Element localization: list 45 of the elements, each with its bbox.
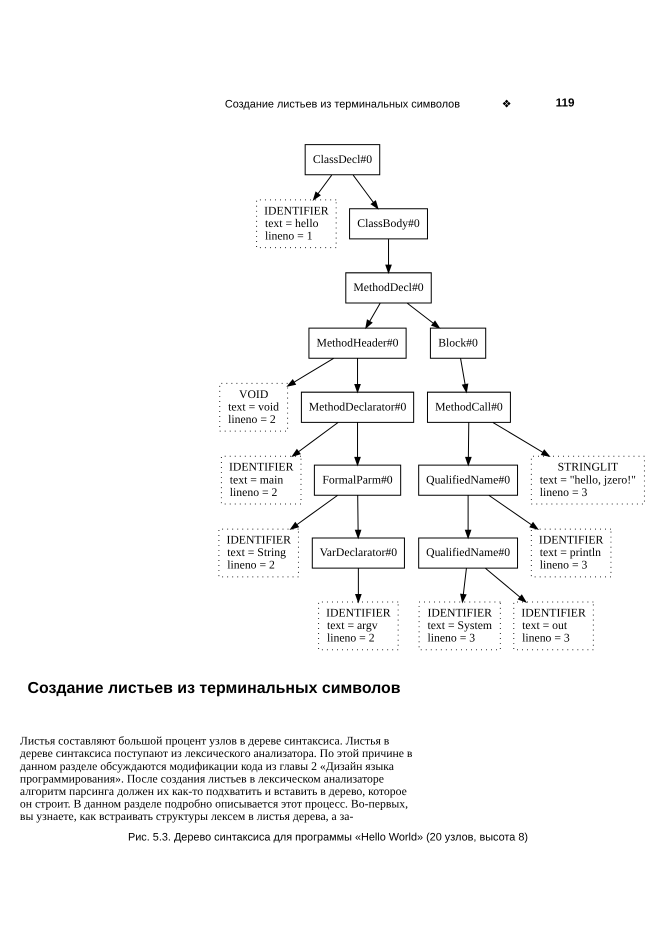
- node-box: IDENTIFIER text = hello lineno = 1: [256, 198, 337, 248]
- node-box: IDENTIFIER text = out lineno = 3: [513, 601, 594, 650]
- node-box: STRINGLIT text = "hello, jzero!" lineno = 3: [530, 455, 645, 504]
- arrow: [354, 358, 361, 394]
- arrow: [464, 494, 472, 539]
- node-box: IDENTIFIER text = main lineno = 2: [220, 455, 302, 504]
- label: 119: [556, 96, 575, 110]
- label: Листья составляют большой процент узлов в дереве синтаксиса. Листья в дереве синтаксиса поступают из лексического анализатора. По этой причине в данном разделе обсуждаются модификации кода из главы 2 «Дизайн языка программирования». После создания листьев в лексическом анализаторе алгоритм парсинга должен их как-то подхватить и вставить в дерево, которое он строит. В данном разделе подробно описывается этот процесс. Во-первых, вы узнаете, как встраивать структуры лексем в листья дерева, а за-: [20, 734, 412, 823]
- node-box: IDENTIFIER text = String lineno = 2: [218, 528, 299, 577]
- arrow: [385, 238, 392, 274]
- node-box: IDENTIFIER text = argv lineno = 2: [318, 601, 399, 650]
- node-box: QualifiedName#0: [418, 536, 518, 568]
- node-box: ClassBody#0: [349, 208, 428, 239]
- arrow: [354, 422, 361, 466]
- node-box: IDENTIFIER text = println lineno = 3: [530, 528, 612, 577]
- label: Создание листьев из терминальных символов: [224, 98, 460, 110]
- caption: Рис. 5.3. Дерево синтаксиса для программы «Hello World» (20 узлов, высота 8): [128, 830, 528, 843]
- node-box: QualifiedName#0: [418, 464, 518, 496]
- node-box: VarDeclarator#0: [312, 536, 405, 568]
- node-box: VOID text = void lineno = 2: [219, 382, 288, 432]
- node-box: MethodDeclarator#0: [300, 391, 414, 422]
- node-box: ClassDecl#0: [304, 144, 380, 175]
- arrow: [354, 494, 362, 539]
- arrow: [291, 422, 338, 457]
- arrow: [485, 567, 528, 602]
- arrow: [355, 568, 362, 604]
- arrow: [365, 302, 381, 329]
- node-box: MethodDecl#0: [345, 272, 432, 303]
- arrow: [492, 422, 551, 457]
- node-box: FormalParm#0: [314, 464, 402, 496]
- arrow: [488, 494, 539, 530]
- arrow: [460, 568, 467, 603]
- label: ❖: [502, 96, 512, 110]
- arrow: [352, 174, 379, 210]
- arrow: [289, 494, 338, 530]
- arrow: [460, 358, 468, 394]
- label: Создание листьев из терминальных символов: [27, 680, 401, 697]
- arrow: [286, 357, 334, 386]
- node-box: Block#0: [430, 327, 486, 358]
- arrow: [312, 174, 332, 200]
- node-box: MethodHeader#0: [308, 327, 407, 358]
- arrow: [465, 422, 472, 466]
- node-box: IDENTIFIER text = System lineno = 3: [418, 601, 501, 650]
- node-box: MethodCall#0: [426, 391, 511, 422]
- arrow: [406, 302, 441, 328]
